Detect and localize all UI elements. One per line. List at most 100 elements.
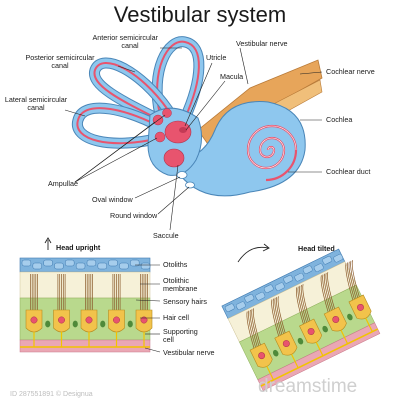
otolith-crystals (21, 259, 151, 270)
sensory-hair (322, 274, 331, 312)
nerve-fiber (340, 329, 349, 345)
inner-ear-illustration (71, 36, 323, 197)
label-cochlear-duct: Cochlear duct (326, 167, 370, 176)
label-anterior-canal-1: Anterior semicircular (92, 33, 158, 42)
label-oval-window: Oval window (92, 195, 134, 204)
label-lateral-canal-2: canal (27, 103, 45, 112)
otolith-crystal (119, 262, 129, 270)
labels-bottom: Otoliths Otolithic membrane Sensory hair… (163, 260, 215, 357)
otolith-crystal (86, 259, 97, 267)
label-head-tilted: Head tilted (298, 244, 335, 253)
sensory-hair (327, 272, 335, 310)
macula-upright-panel: Head upright (19, 237, 153, 353)
hair-cells (25, 274, 153, 347)
hair-cell-nucleus (113, 316, 120, 324)
label-otolithic-membrane-1: Otolithic (163, 276, 189, 285)
otolith-crystal (32, 262, 42, 270)
sensory-hair (320, 275, 329, 313)
sensory-hair (274, 297, 283, 335)
supporting-cell-nucleus (100, 320, 106, 328)
label-saccule: Saccule (153, 231, 179, 240)
label-lateral-canal-1: Lateral semicircular (5, 95, 68, 104)
label-posterior-canal-2: canal (51, 61, 69, 70)
nerve-fiber (365, 317, 373, 332)
label-round-window: Round window (110, 211, 158, 220)
sensory-hair (253, 308, 261, 346)
hair-cell-nucleus (258, 352, 266, 360)
supporting-cell-nucleus (322, 325, 328, 333)
otolith-crystal (322, 256, 333, 265)
label-posterior-canal-1: Posterior semicircular (25, 53, 95, 62)
sensory-hair (271, 299, 280, 337)
otolith-crystal (255, 291, 266, 301)
label-otoliths: Otoliths (163, 260, 188, 269)
otolith-crystal (244, 294, 255, 303)
supporting-cell-nucleus (272, 349, 279, 357)
sensory-hair (348, 261, 357, 299)
sensory-hair (350, 260, 359, 298)
otolith-crystal (274, 282, 285, 291)
label-supporting-cell-2: cell (163, 335, 174, 344)
label-ampullae: Ampullae (48, 179, 78, 188)
watermark-brand: dreamstime (258, 376, 357, 397)
hair-cell-nucleus (282, 340, 290, 348)
label-cochlea: Cochlea (326, 115, 352, 124)
watermark: dreamstime ID 287551891 © Designua (10, 376, 357, 398)
hair-cell-nucleus (140, 316, 148, 324)
label-vestibular-nerve-bottom: Vestibular nerve (163, 348, 215, 357)
sensory-hair (347, 262, 355, 300)
labels-top: Anterior semicircular canal Posterior se… (5, 33, 375, 240)
sensory-hair (300, 284, 309, 322)
saccule-shape (163, 148, 185, 168)
supporting-cell-nucleus (72, 320, 78, 328)
otolith-crystal (75, 262, 86, 270)
diagram-title: Vestibular system (114, 2, 286, 27)
otolith-crystal (130, 259, 140, 267)
cochlear-duct-spiral-inner (247, 125, 297, 169)
otolith-crystal (283, 275, 294, 284)
nerve-fiber (266, 366, 274, 381)
hair-cell-nucleus (307, 328, 315, 335)
hair-cell-nucleus (332, 316, 340, 323)
round-window-shape (185, 181, 195, 189)
label-anterior-canal-2: canal (121, 41, 139, 50)
sensory-hair (277, 296, 286, 334)
sensory-hair (251, 309, 260, 346)
otolith-crystal (54, 262, 64, 270)
otolith-crystal (97, 262, 107, 270)
nerve-fiber (291, 354, 299, 369)
otolith-crystal (313, 263, 324, 272)
otolith-crystal (43, 259, 53, 267)
hair-cell-nucleus (58, 316, 65, 324)
label-hair-cell: Hair cell (163, 313, 189, 322)
label-macula: Macula (220, 72, 243, 81)
supporting-cell-nucleus (127, 320, 133, 328)
label-supporting-cell-1: Supporting (163, 327, 198, 336)
utricle-shape (164, 120, 192, 144)
sensory-hair (345, 263, 354, 301)
label-utricle: Utricle (206, 53, 226, 62)
label-head-upright: Head upright (56, 243, 101, 252)
sensory-hair (276, 296, 284, 334)
sensory-hair (248, 310, 256, 348)
hair-cell-nucleus (85, 316, 93, 324)
hair-cell-nucleus (30, 316, 38, 324)
tilt-arrow-icon (237, 246, 269, 263)
sensory-hair (323, 273, 332, 311)
otolith-crystal (236, 301, 246, 310)
hair-cell-nucleus (357, 303, 364, 311)
sensory-hair (351, 260, 360, 297)
sensory-hair (325, 272, 334, 310)
sensory-hair (299, 285, 307, 323)
label-cochlear-nerve: Cochlear nerve (326, 67, 375, 76)
leader-lines-top (64, 47, 323, 231)
sensory-hair (249, 309, 258, 347)
otolith-crystal (302, 265, 313, 274)
otolith-crystal (65, 259, 75, 267)
supporting-cell-nucleus (347, 313, 353, 321)
supporting-cell-nucleus (297, 337, 304, 345)
ampulla-2 (154, 131, 166, 143)
watermark-id: ID 287551891 © Designua (10, 390, 93, 398)
sensory-hair (246, 311, 255, 349)
